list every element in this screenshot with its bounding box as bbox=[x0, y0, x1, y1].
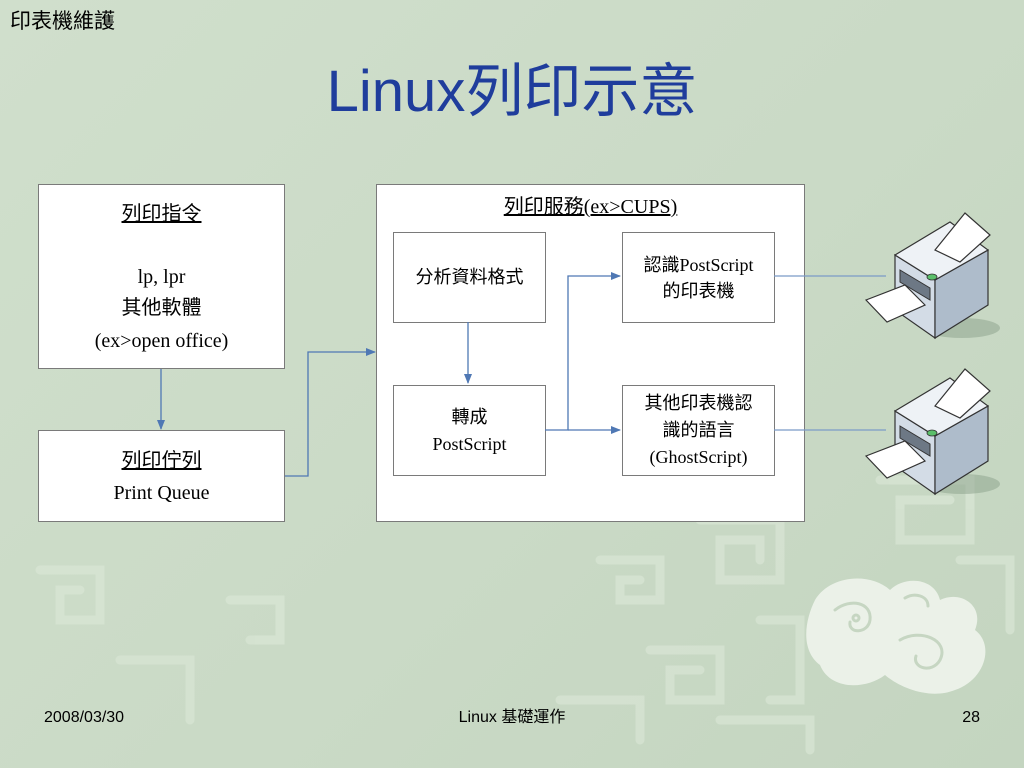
other-printer-language-line: (GhostScript) bbox=[649, 447, 748, 467]
jade-dragon-decoration bbox=[806, 578, 986, 694]
analyze-format-box: 分析資料格式 bbox=[393, 232, 546, 323]
postscript-printer-box: 認識PostScript 的印表機 bbox=[622, 232, 775, 323]
print-command-box: 列印指令 lp, lpr 其他軟體 (ex>open office) bbox=[38, 184, 285, 369]
slide-title: Linux列印示意 bbox=[326, 59, 698, 124]
printer-icon bbox=[864, 368, 1000, 496]
other-printer-language-line: 其他印表機認 bbox=[644, 393, 753, 413]
print-service-box: 列印服務(ex>CUPS) 分析資料格式 轉成 PostScript 認識Pos… bbox=[376, 184, 805, 522]
page-number: 28 bbox=[962, 709, 980, 726]
print-command-title: 列印指令 bbox=[121, 203, 202, 225]
other-printer-language-box: 其他印表機認 識的語言 (GhostScript) bbox=[622, 385, 775, 476]
convert-postscript-box: 轉成 PostScript bbox=[393, 385, 546, 476]
print-queue-label: Print Queue bbox=[113, 482, 210, 504]
postscript-printer-line: 認識PostScript bbox=[643, 254, 754, 275]
print-command-line: 其他軟體 bbox=[121, 297, 202, 319]
footer-course: Linux 基礎運作 bbox=[458, 709, 566, 726]
convert-postscript-line: 轉成 bbox=[451, 406, 488, 427]
section-label: 印表機維護 bbox=[10, 10, 115, 33]
print-queue-box: 列印佇列 Print Queue bbox=[38, 430, 285, 522]
print-command-line: lp, lpr bbox=[137, 266, 186, 288]
footer-date: 2008/03/30 bbox=[44, 709, 125, 726]
convert-postscript-line: PostScript bbox=[432, 433, 507, 454]
analyze-format-label: 分析資料格式 bbox=[415, 267, 524, 287]
print-command-line: (ex>open office) bbox=[94, 330, 229, 352]
printer-icon bbox=[864, 212, 1000, 340]
other-printer-language-line: 識的語言 bbox=[662, 420, 735, 440]
print-queue-title: 列印佇列 bbox=[121, 450, 202, 472]
postscript-printer-line: 的印表機 bbox=[662, 280, 735, 301]
print-service-title: 列印服務(ex>CUPS) bbox=[503, 196, 678, 218]
